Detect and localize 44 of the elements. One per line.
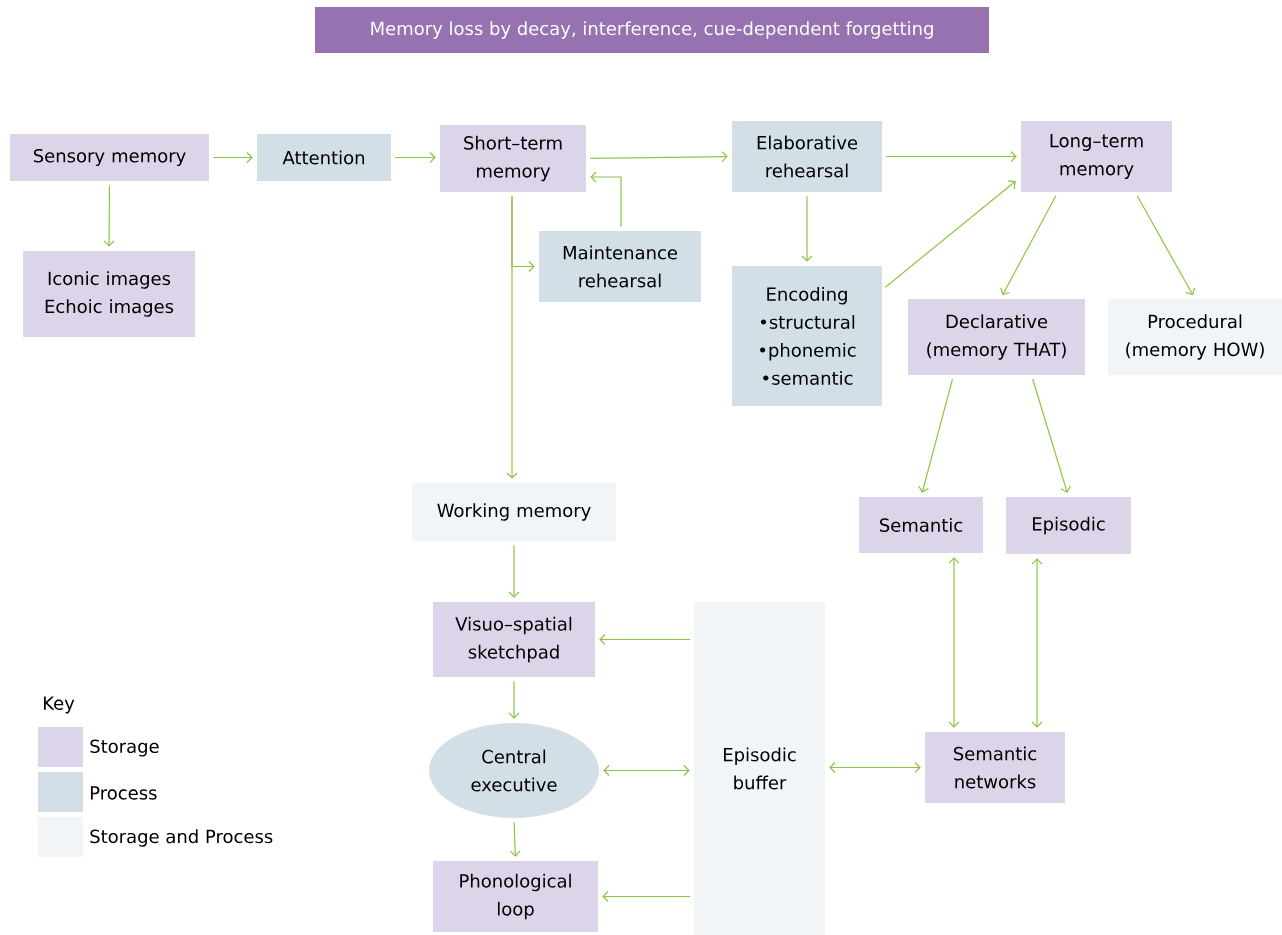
arrow <box>589 151 728 163</box>
arrow <box>829 761 921 774</box>
storage-box: Semantic networks <box>925 732 1065 803</box>
process-box: Encoding •structural •phonemic •semantic <box>732 266 882 406</box>
legend-label: Process <box>91 786 157 800</box>
storage-process-box: Working memory <box>412 483 616 541</box>
legend-label: Storage and Process <box>90 829 273 847</box>
storage-box: Short–term memory <box>440 125 586 192</box>
storage-process-box: Procedural (memory HOW) <box>1108 299 1282 375</box>
arrow <box>885 150 1017 163</box>
arrow <box>602 890 691 903</box>
process-box: Maintenance rehearsal <box>539 231 701 302</box>
arrow <box>918 378 954 493</box>
arrow <box>1032 378 1072 493</box>
arrow <box>394 151 436 164</box>
title-banner: Memory loss by decay, interference, cue-dependent forgetting <box>315 7 989 53</box>
process-box: Elaborative rehearsal <box>732 121 882 192</box>
arrow <box>509 821 521 857</box>
storage-box: Semantic <box>859 497 983 553</box>
arrow <box>884 180 1016 288</box>
storage-box: Sensory memory <box>10 134 209 181</box>
arrow <box>948 557 960 728</box>
storage-box: Iconic images Echoic images <box>23 251 195 337</box>
storage-box: Long–term memory <box>1021 121 1172 192</box>
arrow <box>599 633 691 646</box>
arrow <box>508 544 520 598</box>
arrow <box>508 680 520 719</box>
arrow <box>603 764 690 777</box>
arrow <box>590 171 622 228</box>
storage-box: Phonological loop <box>433 861 598 932</box>
arrow <box>103 184 115 247</box>
arrow <box>1136 195 1196 296</box>
arrow <box>1031 558 1043 728</box>
storage-box: Visuo–spatial sketchpad <box>433 602 595 677</box>
legend-label: Storage <box>90 739 159 757</box>
storage-process-box: Episodic buffer <box>694 602 825 935</box>
legend-heading: Key <box>44 696 75 714</box>
arrow <box>801 195 813 262</box>
storage-box: Episodic <box>1006 497 1131 554</box>
storage-box: Declarative (memory THAT) <box>908 299 1085 375</box>
arrow <box>212 151 253 164</box>
arrow <box>506 195 518 479</box>
process-box: Attention <box>257 134 391 181</box>
arrow <box>1000 195 1057 296</box>
